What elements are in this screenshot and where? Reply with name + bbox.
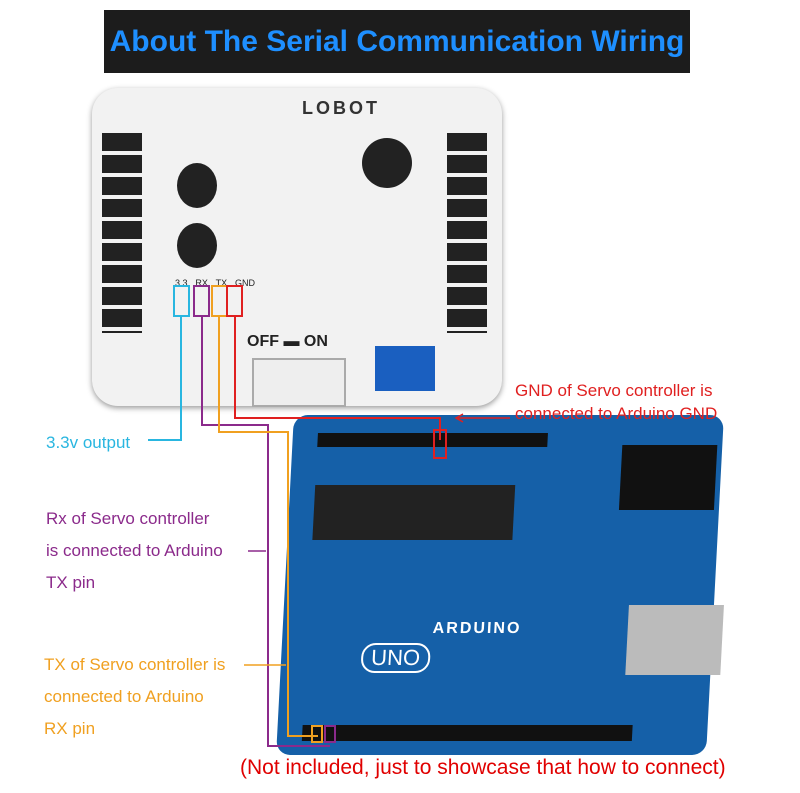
arduino-tx-box — [324, 725, 336, 743]
pin-box-gnd — [226, 285, 243, 317]
pin-box-tx — [211, 285, 228, 317]
switch-off-label: OFF — [247, 333, 279, 350]
pin-label-rx: RX — [195, 278, 208, 288]
wire-tx — [218, 316, 318, 737]
power-terminal — [375, 346, 435, 391]
capacitor — [177, 223, 217, 268]
pin-box-rx — [193, 285, 210, 317]
capacitor — [177, 163, 217, 208]
wire-rx — [201, 316, 330, 747]
power-switch — [252, 358, 346, 407]
pin-label-tx: TX — [215, 278, 228, 288]
label-3v3: 3.3v output — [46, 433, 131, 452]
board-logo: LOBOT — [302, 98, 380, 118]
arduino-rx-box — [311, 725, 323, 743]
pin-box-3v3 — [173, 285, 190, 317]
switch-on-label: ON — [303, 333, 328, 350]
servo-controller-board: LOBOT 3.3 RX TX GND OFF ▬ ON — [92, 88, 502, 407]
pin-label-3v3: 3.3 — [175, 278, 188, 288]
pin-label-gnd: GND — [234, 278, 255, 288]
arduino-gnd-box — [433, 429, 447, 459]
wire-gnd — [234, 316, 441, 440]
title-banner: About The Serial Communication Wiring — [104, 10, 690, 73]
disclaimer-note: (Not included, just to showcase that how… — [240, 756, 726, 779]
servo-pins-left — [102, 133, 142, 333]
wire-3v3 — [148, 316, 182, 441]
buzzer — [362, 138, 412, 188]
servo-pins-right — [447, 133, 487, 333]
